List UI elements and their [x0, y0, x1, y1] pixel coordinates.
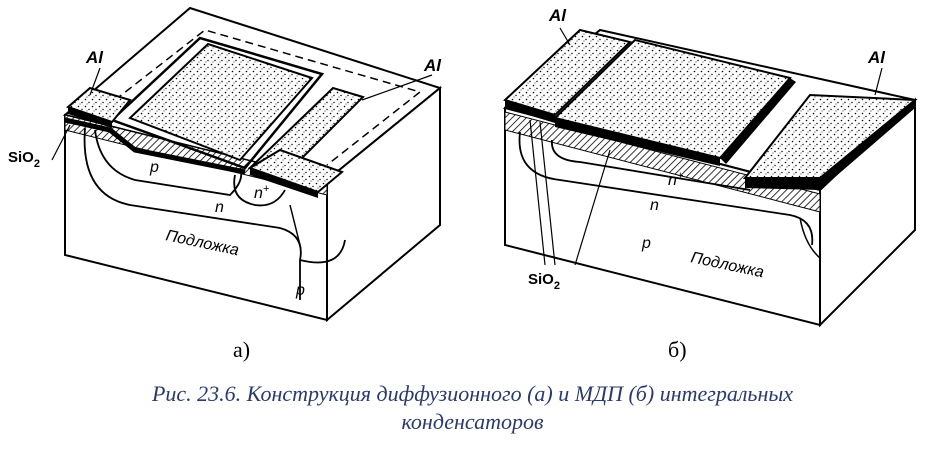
dashed-outline-a: [114, 29, 422, 166]
label-a-al-right: Al: [423, 56, 442, 75]
label-b-al-right: Al: [867, 48, 886, 67]
n-region-b: [518, 131, 814, 246]
label-a-nplus: n+: [254, 183, 270, 202]
chip-a-right-face: [326, 85, 441, 323]
oxide-b-strip: [504, 111, 821, 213]
label-a-al-left: Al: [85, 48, 104, 67]
leader-a-al-left: [89, 67, 101, 96]
leader-b-al-left: [559, 27, 571, 46]
label-a-p: p: [149, 159, 159, 176]
black-layer-a: [64, 117, 246, 175]
leader-b-al-right: [874, 67, 883, 96]
label-b-p: p: [641, 235, 651, 252]
al-pad-a-right: [247, 148, 344, 194]
leader-a-al-right: [361, 74, 433, 101]
label-b-al-left: Al: [548, 6, 567, 25]
sublabel-a: а): [233, 337, 251, 362]
label-a-substrate-p: p: [295, 282, 305, 299]
al-pad-b-right-side: [820, 100, 915, 190]
dielectric-b: [555, 118, 720, 166]
figure-caption-line1: Рис. 23.6. Конструкция диффузионного (а)…: [151, 381, 794, 406]
label-a-sio2: SiO2: [8, 149, 40, 170]
diagram-b: Al Al SiO2 n+ n p Подложка: [502, 6, 918, 328]
sublabel-b: б): [668, 337, 687, 362]
leader-a-sio2: [51, 124, 71, 161]
label-a-n: n: [215, 199, 224, 216]
al-plate-a-frame: [109, 36, 325, 170]
al-lead-a-left-edge: [68, 107, 112, 128]
leader-b-sio2-3: [574, 149, 611, 266]
leader-b-sio2-2: [539, 121, 556, 266]
al-lead-a-left: [66, 86, 132, 124]
leader-b-sio2-1: [529, 119, 546, 266]
label-b-n: n: [650, 197, 659, 214]
al-lead-b-left-edge: [505, 100, 555, 123]
nplus-region-b: [551, 139, 751, 191]
diagram-a: Al Al SiO2 p n+ n Подложка p: [8, 6, 442, 323]
al-pad-b-right-edge: [745, 178, 820, 190]
nplus-region-a: [233, 174, 286, 207]
dielectric-b-side: [720, 78, 796, 164]
p-region-a: [94, 129, 243, 196]
al-pad-a-right-edge: [250, 168, 318, 198]
n-region-a: [83, 127, 346, 300]
label-b-sio2: SiO2: [528, 271, 560, 292]
figure-caption-line2: конденсаторов: [401, 409, 544, 434]
al-plate-a: [128, 42, 314, 162]
label-b-nplus: n+: [668, 170, 684, 189]
